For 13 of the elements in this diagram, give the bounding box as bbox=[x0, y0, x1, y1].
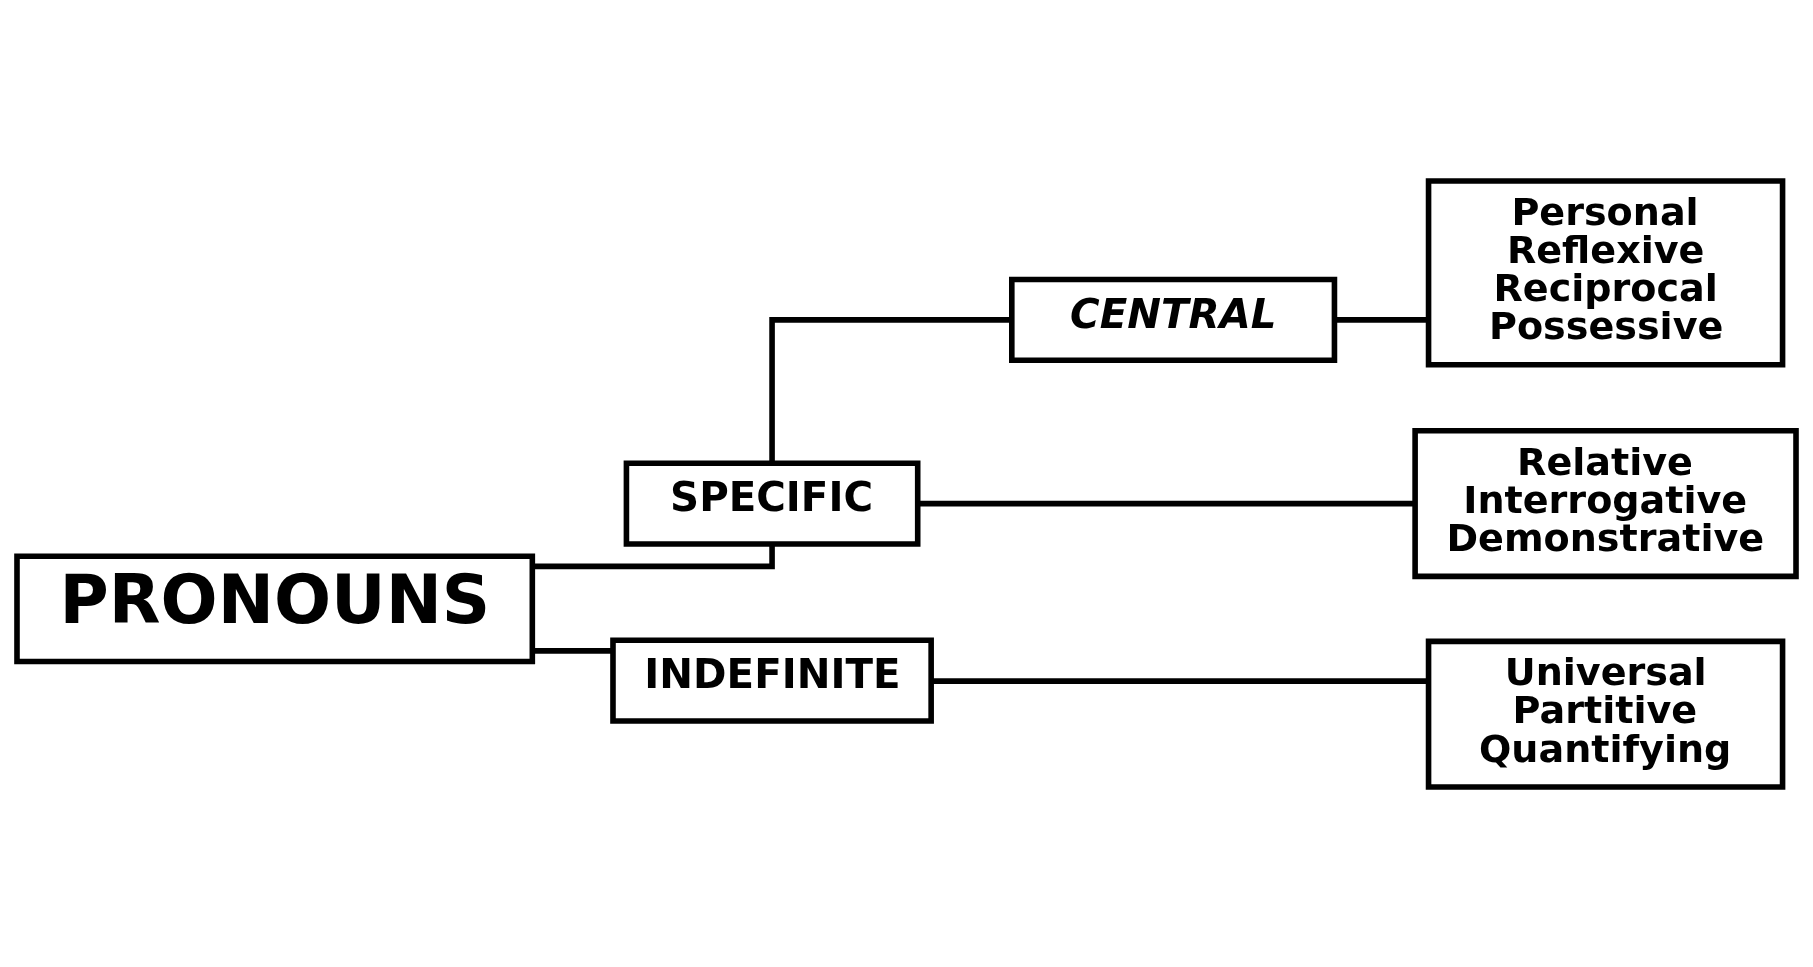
connector bbox=[532, 647, 613, 654]
connector bbox=[931, 677, 1429, 684]
connector bbox=[1334, 316, 1429, 323]
connector bbox=[918, 500, 1415, 506]
connector bbox=[532, 543, 775, 569]
node-box: Universal Partitive Quantifying bbox=[1425, 638, 1786, 790]
node-box: INDEFINITE bbox=[610, 637, 934, 724]
node-box: CENTRAL bbox=[1009, 276, 1338, 363]
node-box: Relative Interrogative Demonstrative bbox=[1412, 427, 1799, 579]
node-box: PRONOUNS bbox=[14, 552, 536, 664]
node-box: SPECIFIC bbox=[623, 459, 921, 547]
connector bbox=[769, 316, 1012, 463]
node-box: Personal Reflexive Reciprocal Possessive bbox=[1425, 177, 1786, 367]
